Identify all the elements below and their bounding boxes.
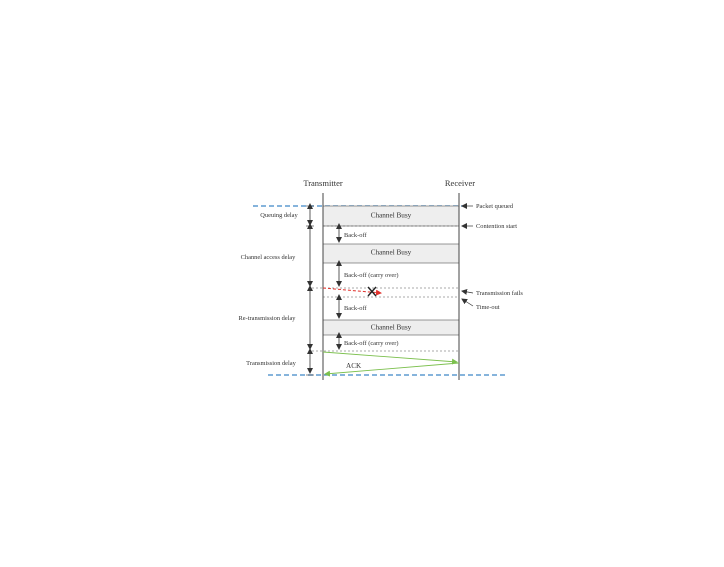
ack-arrow (324, 362, 460, 377)
receiver-label: Receiver (445, 178, 475, 188)
backoff-label-1: Back-off (344, 232, 367, 239)
ack-label: ACK (346, 362, 362, 370)
time-out-label: Time-out (476, 304, 500, 311)
data-frame-arrow (322, 351, 458, 365)
backoff-label-2: Back-off (carry over) (344, 272, 399, 279)
backoff-label-4: Back-off (carry over) (344, 340, 399, 347)
transmission-fails-label: Transmission fails (476, 290, 523, 297)
channel-access-delay-label: Channel access delay (241, 254, 296, 261)
backoff-label-3: Back-off (344, 305, 367, 312)
transmission-delay-label: Transmission delay (246, 360, 296, 367)
queuing-delay-label: Queuing delay (260, 212, 298, 219)
packet-queued-label: Packet queued (476, 203, 514, 210)
contention-start-label: Contention start (476, 223, 517, 230)
channel-busy-label-3: Channel Busy (371, 324, 412, 332)
retransmission-delay-label: Re-transmission delay (239, 315, 297, 322)
transmitter-label: Transmitter (303, 178, 343, 188)
collision-x-icon (367, 286, 377, 297)
channel-busy-label-1: Channel Busy (371, 212, 412, 220)
transmission-fails-pointer (461, 288, 474, 295)
time-out-pointer (461, 298, 474, 307)
channel-busy-label-2: Channel Busy (371, 249, 412, 257)
